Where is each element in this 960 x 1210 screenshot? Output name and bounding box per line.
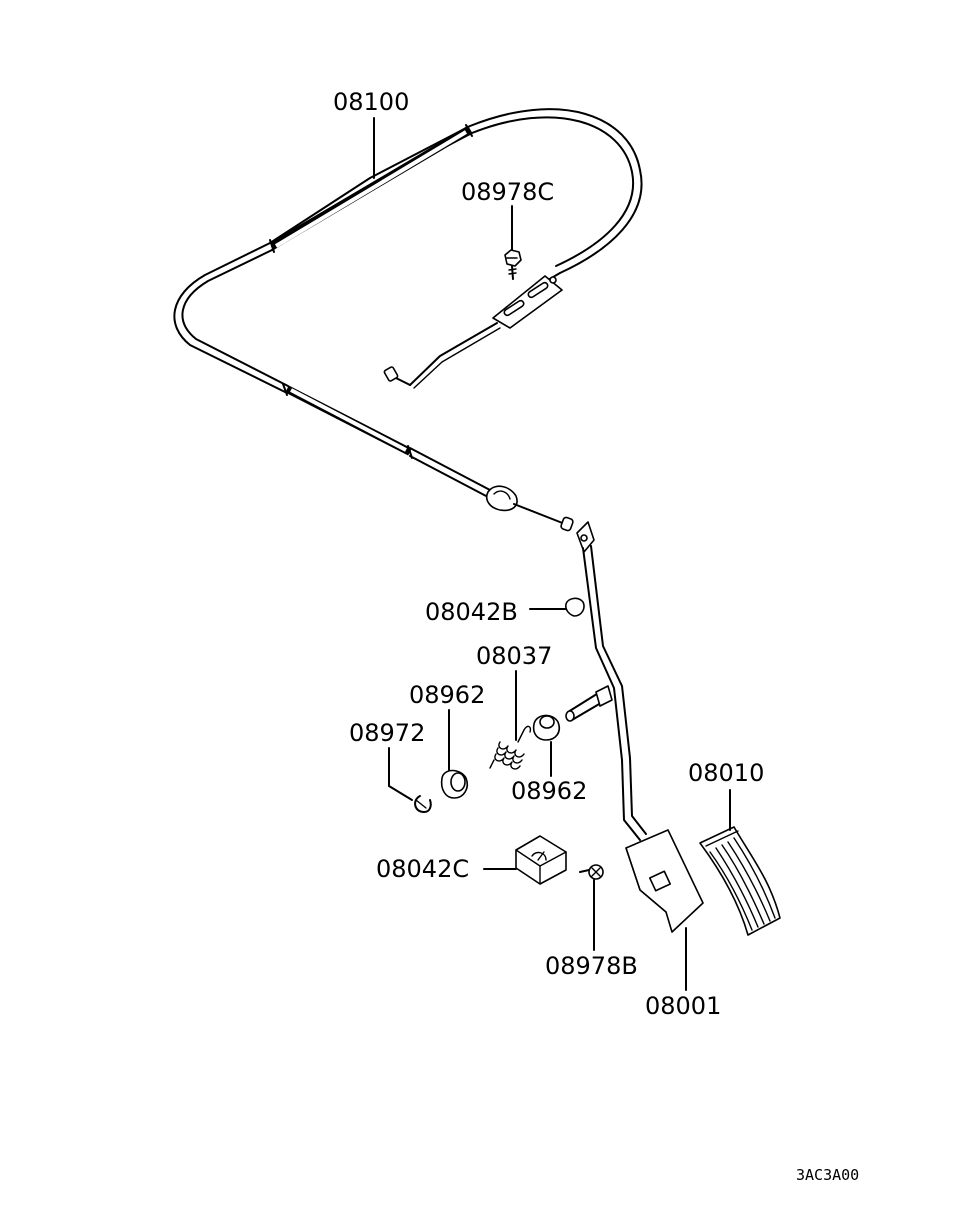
label-bolt-bottom: 08978B xyxy=(545,952,638,980)
label-bolt-top: 08978C xyxy=(461,178,554,206)
bolt-08978c xyxy=(504,249,522,280)
label-spring: 08037 xyxy=(476,642,552,670)
return-spring xyxy=(489,725,532,770)
label-bushing-left: 08962 xyxy=(409,681,485,709)
e-clip xyxy=(414,795,432,813)
leader-lines xyxy=(373,117,731,991)
label-stopper-c: 08042C xyxy=(376,855,469,883)
accelerator-pedal-arm xyxy=(565,521,704,933)
stopper-08042b xyxy=(565,597,585,617)
label-clip: 08972 xyxy=(349,719,425,747)
bushing-left xyxy=(440,769,469,799)
part-labels: 08100 08978C 08042B 08037 08962 08972 08… xyxy=(333,88,859,1184)
pedal-pad xyxy=(699,826,781,936)
label-bushing-right: 08962 xyxy=(511,777,587,805)
drawing-code: 3AC3A00 xyxy=(796,1166,859,1184)
bushing-right xyxy=(532,714,561,741)
stopper-08042c xyxy=(515,835,567,885)
label-cable: 08100 xyxy=(333,88,409,116)
bolt-08978b xyxy=(579,864,604,880)
label-stopper-b: 08042B xyxy=(425,598,518,626)
accelerator-cable xyxy=(173,108,643,532)
label-pedal: 08001 xyxy=(645,992,721,1020)
label-pad: 08010 xyxy=(688,759,764,787)
